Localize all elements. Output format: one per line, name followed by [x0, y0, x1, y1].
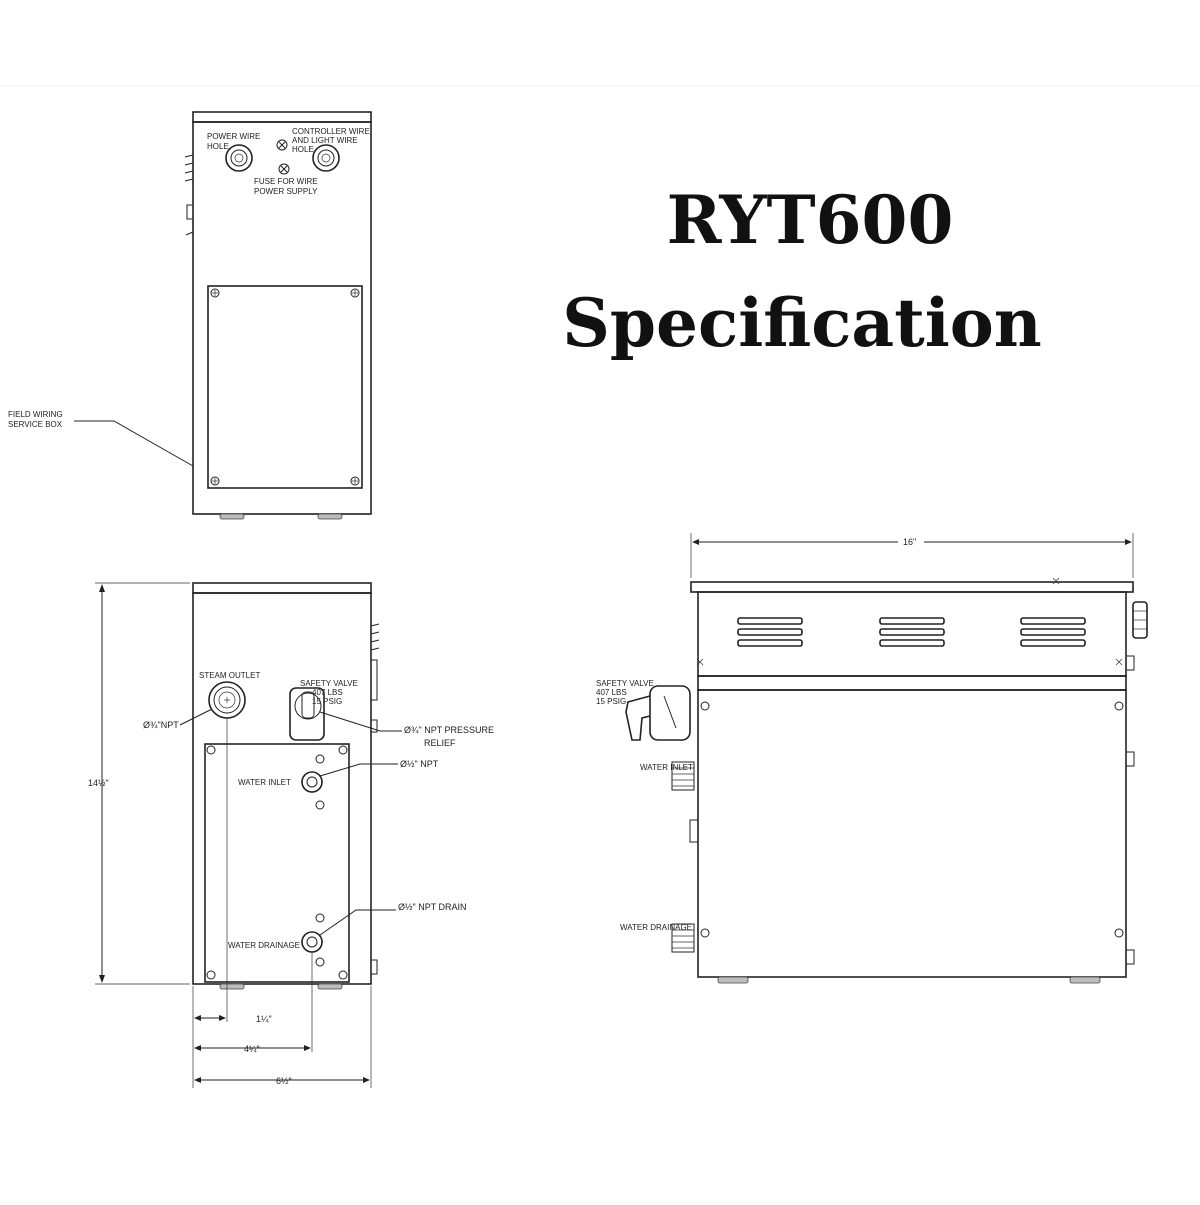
height-dimension [95, 582, 190, 985]
height-dim-label: 14½" [88, 778, 109, 788]
side-view: 16" [596, 533, 1148, 984]
pressure-relief-label-2: RELIEF [424, 738, 456, 748]
fuse-label: FUSE FOR WIRE [254, 177, 318, 186]
outlet-offset-dimension [194, 1015, 226, 1021]
side-safety-valve [625, 685, 691, 741]
width-dimension [194, 1077, 370, 1083]
side-water-drainage-label: WATER DRAINAGE [620, 923, 692, 932]
title-model: RYT600 [667, 181, 954, 259]
water-drainage-label: WATER DRAINAGE [228, 941, 300, 950]
safety-valve-label-3: 15 PSIG [312, 697, 342, 706]
side-water-inlet-label: WATER INLET [640, 763, 693, 772]
field-wiring-label-2: SERVICE BOX [8, 420, 63, 429]
water-inlet [301, 771, 323, 793]
water-inlet-size: Ø½" NPT [400, 759, 439, 769]
steam-outlet-label: STEAM OUTLET [199, 671, 260, 680]
panel-screws [206, 745, 348, 980]
side-safety-valve-label: SAFETY VALVE [596, 679, 654, 688]
power-wire-label-2: HOLE [207, 142, 229, 151]
outlet-offset-label: 1¼" [256, 1014, 272, 1024]
water-inlet-label: WATER INLET [238, 778, 291, 787]
side-water-inlet [671, 761, 695, 791]
controller-wire-label-3: HOLE [292, 145, 314, 154]
steam-outlet [208, 681, 246, 719]
drain-size: Ø½" NPT DRAIN [398, 902, 467, 912]
power-wire-label: POWER WIRE [207, 132, 260, 141]
controller-wire-label-2: AND LIGHT WIRE [292, 136, 358, 145]
controller-wire-gland [312, 144, 340, 172]
field-wiring-service-box [207, 285, 363, 489]
field-wiring-label: FIELD WIRING [8, 410, 63, 419]
title-specification: Specification [562, 284, 1042, 362]
top-view: POWER WIRE HOLE CONTROLLER WIRE AND LIGH… [8, 111, 372, 520]
cable-gland [1125, 601, 1148, 671]
controller-wire-label: CONTROLLER WIRE [292, 127, 370, 136]
steam-outlet-size: Ø¾"NPT [143, 720, 179, 730]
safety-valve-label-2: 407 LBS [312, 688, 343, 697]
drain-offset-label: 4¼" [244, 1044, 260, 1054]
fuse-label-2: POWER SUPPLY [254, 187, 318, 196]
width-dim-label: 6½" [276, 1076, 292, 1086]
side-safety-valve-label-2: 407 LBS [596, 688, 627, 697]
drain-offset-dimension [194, 1045, 311, 1051]
length-dim-label: 16" [903, 537, 916, 547]
safety-valve [289, 687, 325, 741]
vent-louvers [737, 617, 1086, 647]
safety-valve-label: SAFETY VALVE [300, 679, 358, 688]
front-view: STEAM OUTLET Ø¾"NPT SAFETY VALVE 407 LBS… [88, 582, 494, 1088]
side-safety-valve-label-3: 15 PSIG [596, 697, 626, 706]
water-drain [301, 931, 323, 953]
power-wire-gland [225, 144, 253, 172]
pressure-relief-label: Ø¾" NPT PRESSURE [404, 725, 494, 735]
side-water-drain [671, 923, 695, 953]
